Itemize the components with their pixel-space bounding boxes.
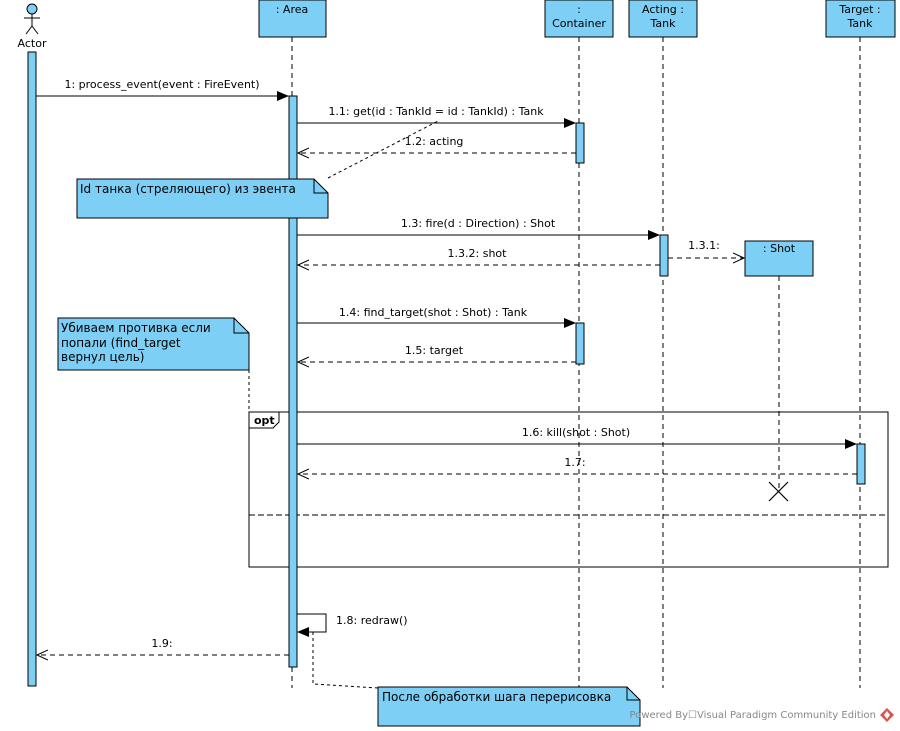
note-tank-id-fold <box>313 179 328 194</box>
note-kill-text-2: попали (find_target <box>61 336 181 350</box>
lifeline-target-label-1: Target : <box>838 3 880 16</box>
note-kill[interactable]: Убиваем противка если попали (find_targe… <box>57 317 250 412</box>
lifeline-container-label-2: Container <box>552 17 606 30</box>
actor-leg-right <box>31 25 39 35</box>
lifeline-acting-tank[interactable]: Acting : Tank <box>628 0 698 38</box>
actor-label: Actor <box>18 37 47 50</box>
lifeline-acting-label-2: Tank <box>650 17 677 30</box>
message-1-1-label[interactable]: 1.1: get(id : TankId = id : TankId) : Ta… <box>328 105 544 118</box>
note-tank-id-text: Id танка (стреляющего) из эвента <box>80 182 296 196</box>
note-kill-shape <box>57 317 250 371</box>
activation-container-1 <box>575 122 585 164</box>
lifeline-area-label: : Area <box>276 3 309 16</box>
activation-target <box>856 443 866 485</box>
note-kill-fold <box>233 318 249 334</box>
note-redraw[interactable]: После обработки шага перерисовка <box>312 632 641 727</box>
activation-acting <box>659 234 669 277</box>
note-kill-text-1: Убиваем противка если <box>61 321 211 335</box>
note-kill-text-3: вернул цель) <box>61 350 144 364</box>
opt-fragment[interactable]: opt <box>248 411 889 568</box>
lifeline-acting-label-1: Acting : <box>642 3 684 16</box>
watermark-text: Powered By☐Visual Paradigm Community Edi… <box>630 710 876 721</box>
lifeline-shot[interactable]: : Shot <box>744 240 814 277</box>
message-1-label[interactable]: 1: process_event(event : FireEvent) <box>64 78 259 91</box>
note-redraw-fold <box>626 687 640 701</box>
shot-destroy-mark <box>768 481 789 502</box>
message-1-3-2-label[interactable]: 1.3.2: shot <box>448 247 508 260</box>
activation-actor <box>27 51 37 687</box>
lifeline-area-box <box>258 0 327 38</box>
lifeline-area[interactable]: : Area <box>258 0 327 38</box>
lifeline-shot-label: : Shot <box>763 242 796 255</box>
message-1-8-label[interactable]: 1.8: redraw() <box>336 614 408 627</box>
lifeline-container[interactable]: : Container <box>544 0 614 38</box>
lifeline-container-label-1: : <box>577 3 581 16</box>
opt-label: opt <box>254 414 275 427</box>
message-1-9-label[interactable]: 1.9: <box>151 637 172 650</box>
note-redraw-text: После обработки шага перерисовка <box>382 690 611 704</box>
lifeline-target-tank[interactable]: Target : Tank <box>825 0 896 38</box>
opt-frame <box>248 411 889 568</box>
message-1-3-1-label[interactable]: 1.3.1: <box>688 239 720 252</box>
note-tank-id[interactable]: Id танка (стреляющего) из эвента <box>76 119 441 219</box>
opt-tab <box>248 411 280 429</box>
activation-area <box>288 95 298 668</box>
message-1-7-label[interactable]: 1.7: <box>564 456 585 469</box>
visual-paradigm-logo-icon <box>880 708 894 722</box>
message-1-2-label[interactable]: 1.2: acting <box>405 135 464 148</box>
lifeline-shot-box <box>744 240 814 277</box>
actor-leg-left <box>25 25 33 35</box>
note-redraw-anchor <box>312 632 379 689</box>
lifeline-target-label-2: Tank <box>847 17 874 30</box>
activation-container-2 <box>575 322 585 365</box>
note-tank-id-anchor <box>327 119 441 179</box>
message-1-4-label[interactable]: 1.4: find_target(shot : Shot) : Tank <box>339 306 528 319</box>
actor[interactable]: Actor <box>18 3 47 50</box>
message-1-3-label[interactable]: 1.3: fire(d : Direction) : Shot <box>401 217 556 230</box>
message-1-5-label[interactable]: 1.5: target <box>405 344 464 357</box>
actor-head <box>26 3 38 15</box>
note-redraw-shape <box>377 686 641 727</box>
note-tank-id-shape <box>76 178 329 219</box>
lifeline-target-box <box>825 0 896 38</box>
message-1-8-arrow <box>297 613 327 637</box>
message-1-6-label[interactable]: 1.6: kill(shot : Shot) <box>522 426 630 439</box>
